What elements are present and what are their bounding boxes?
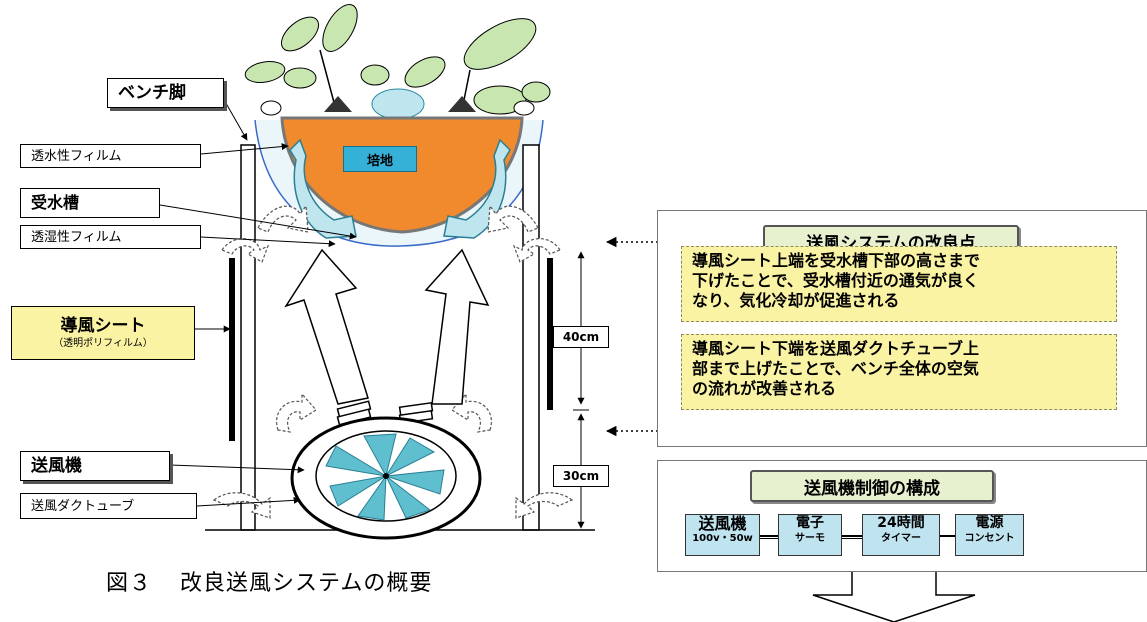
label-duct-tube: 送風ダクトューブ xyxy=(20,493,197,519)
figure-number: 図３ xyxy=(106,571,153,596)
control-timer: 24時間 タイマー xyxy=(862,514,940,556)
label-fan: 送風機 xyxy=(20,451,170,481)
label-water-tank: 受水槽 xyxy=(20,188,160,218)
control-fan: 送風機 100v・50w xyxy=(685,514,760,556)
improvement-note-1: 導風シート上端を受水槽下部の高さまで 下げたことで、受水槽付近の通気が良く なり… xyxy=(681,246,1117,322)
control-thermo-sub: サーモ xyxy=(795,533,825,544)
label-moisture-film: 透湿性フィルム xyxy=(20,225,201,249)
control-outlet: 電源 コンセント xyxy=(955,514,1024,556)
control-outlet-sub: コンセント xyxy=(964,533,1015,544)
control-outlet-title: 電源 xyxy=(975,515,1004,531)
figure-title: 改良送風システムの概要 xyxy=(180,571,433,596)
note-1-line: 導風シート上端を受水槽下部の高さまで xyxy=(692,251,981,270)
plant-right xyxy=(404,18,551,115)
control-fan-title: 送風機 xyxy=(698,514,747,533)
label-guide-sheet: 導風シート （透明ポリフィルム） xyxy=(11,306,195,360)
improvement-note-2: 導風シート下端を送風ダクトチューブ上 部まで上げたことで、ベンチ全体の空気 の流… xyxy=(681,334,1117,410)
note-1-line: 下げたことで、受水槽付近の通気が良く xyxy=(692,271,979,290)
note-1-line: なり、気化冷却が促進される xyxy=(692,291,900,310)
figure-caption: 図３ 改良送風システムの概要 xyxy=(106,565,460,597)
control-thermo: 電子 サーモ xyxy=(778,514,842,556)
label-permeable-film: 透水性フィルム xyxy=(20,144,201,168)
label-guide-sheet-title: 導風シート xyxy=(60,315,146,336)
note-2-line: 導風シート下端を送風ダクトチューブ上 xyxy=(692,339,980,358)
fan-blades xyxy=(325,433,445,521)
plant-left xyxy=(244,4,390,112)
control-timer-title: 24時間 xyxy=(877,515,925,531)
label-bench-leg: ベンチ脚 xyxy=(107,78,224,108)
note-2-line: の流れが改善される xyxy=(692,379,837,398)
measure-30cm: 30cm xyxy=(553,465,609,487)
control-title: 送風機制御の構成 xyxy=(750,470,994,502)
control-fan-sub: 100v・50w xyxy=(692,533,753,544)
control-thermo-title: 電子 xyxy=(796,515,824,531)
main-airflow-arrows xyxy=(284,248,490,405)
measure-40cm: 40cm xyxy=(553,326,609,348)
label-guide-sheet-sub: （透明ポリフィルム） xyxy=(53,337,153,349)
note-2-line: 部まで上げたことで、ベンチ全体の空気 xyxy=(692,359,979,378)
airflow-dashed-arrows xyxy=(212,204,574,519)
label-medium: 培地 xyxy=(343,146,417,172)
control-timer-sub: タイマー xyxy=(881,533,921,544)
